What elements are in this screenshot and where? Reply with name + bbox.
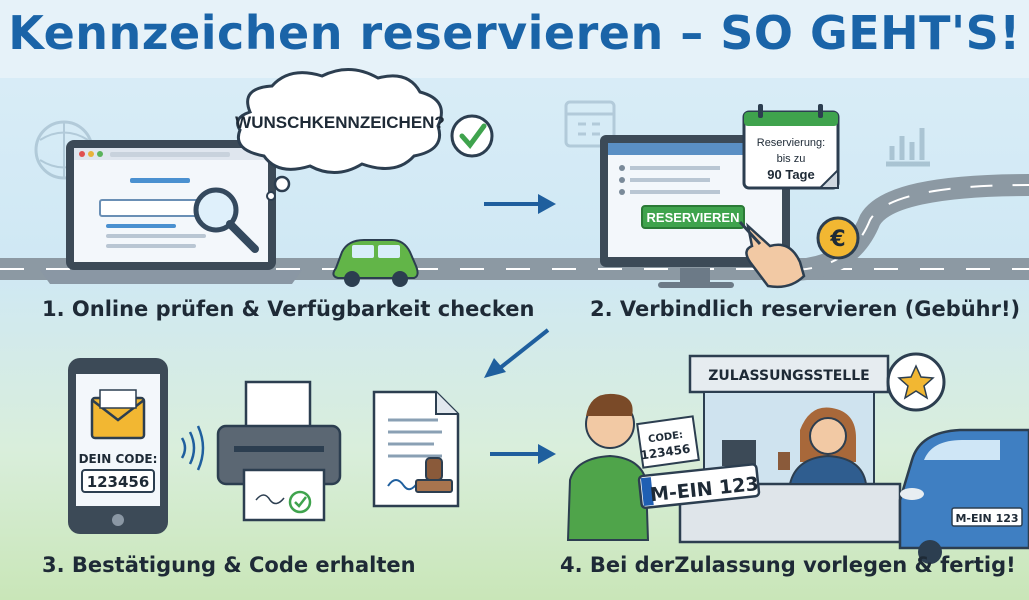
laptop-icon [40,140,302,284]
signal-waves-icon [180,425,205,471]
bg-calendar-icon [564,100,616,148]
step-1-label: 1. Online prüfen & Verfügbarkeit checken [42,297,535,321]
person-figure [566,393,650,541]
monitor-small-icon [722,440,756,466]
paper-label: CODE: [648,430,684,446]
smartphone-icon [68,358,168,534]
euro-symbol: € [829,227,845,252]
code-paper [636,415,700,469]
pointing-hand-icon [738,220,806,289]
magnifier-icon [193,187,259,253]
calendar-line3: 90 Tage [767,167,814,182]
code-box [81,469,155,493]
calendar-line1: Reservierung: [757,137,825,149]
arrow-step1-to-2 [484,194,556,214]
office-sign: ZULASSUNGSSTELLE [708,368,869,384]
bg-chart-icon [886,128,930,167]
step-4-label: 4. Bei derZulassung vorlegen & fertig! [560,553,1016,577]
license-plate [637,463,761,510]
code-value: 123456 [87,473,150,491]
thought-bubble [236,68,443,201]
stamp-icon [415,457,453,493]
arrow-step3-to-4 [490,444,556,464]
calendar-card [742,104,840,190]
title-bar [0,0,1029,78]
calendar-line2: bis zu [777,153,806,165]
euro-coin-icon [816,216,860,260]
reservieren-label: RESERVIEREN [647,210,740,225]
check-badge-icon [450,114,494,158]
arrow-step2-to-3 [484,328,550,378]
blue-car-icon [898,428,1029,564]
page-title: Kennzeichen reservieren – SO GEHT'S! [8,6,1021,60]
envelope-icon [90,389,146,440]
paper-code: 123456 [640,442,692,463]
printer-icon [216,380,342,522]
clerk-figure [778,407,868,485]
star-bubble-icon [886,352,946,412]
code-label: DEIN CODE: [79,452,158,466]
car-plate-text: M-EIN 123 [955,512,1018,525]
bubble-text: WUNSCHKENNZEICHEN? [235,113,445,132]
step-3-label: 3. Bestätigung & Code erhalten [42,553,416,577]
green-car-icon [332,239,419,287]
reservieren-button[interactable] [641,205,745,229]
step-2-label: 2. Verbindlich reservieren (Gebühr!) [590,297,1021,321]
